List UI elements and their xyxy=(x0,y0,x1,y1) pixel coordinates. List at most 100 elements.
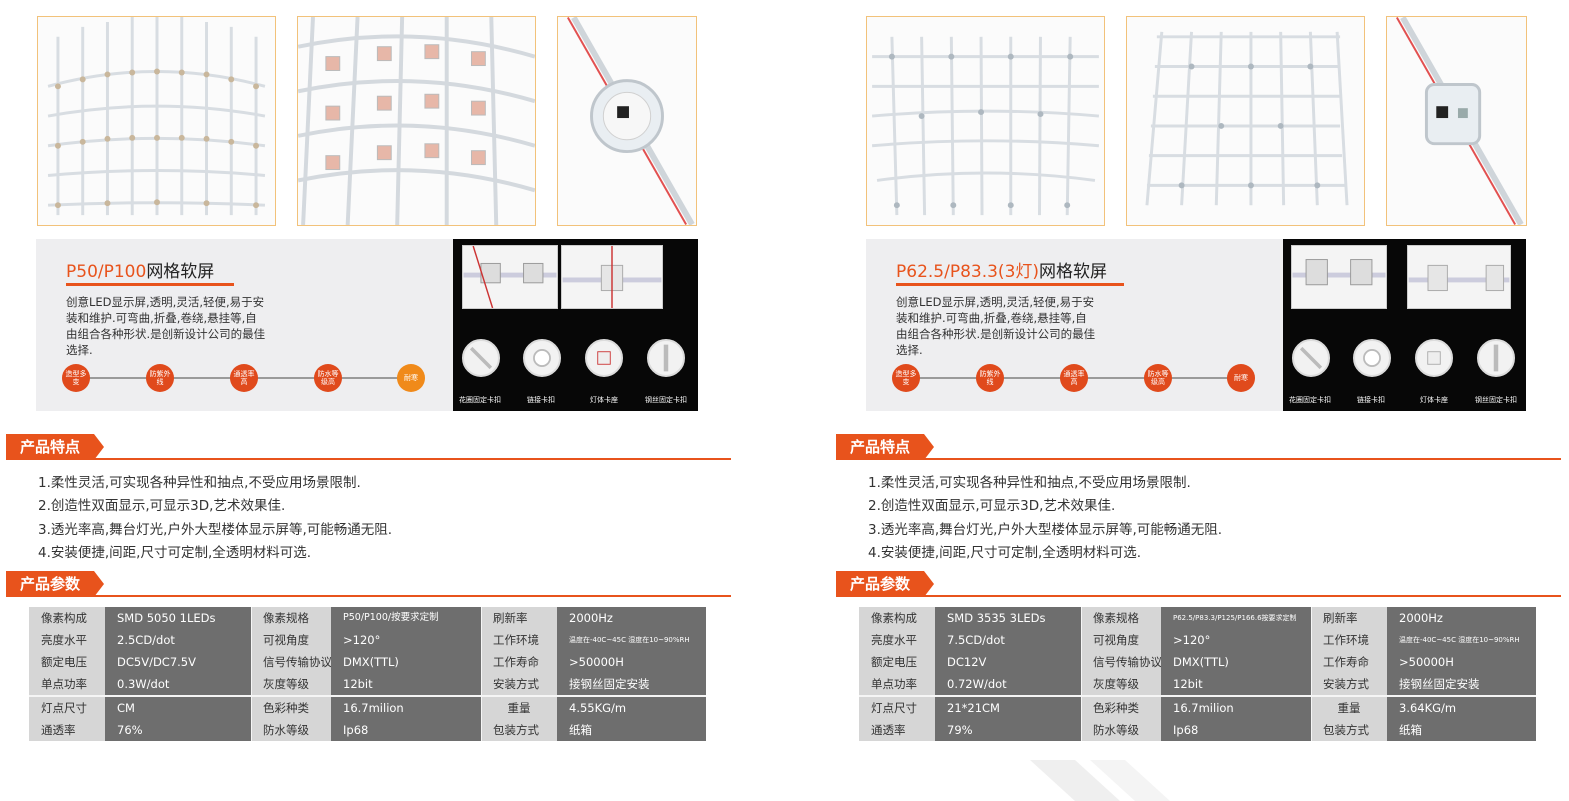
table-row: 通透率 79% 防水等级 Ip68 包装方式 纸箱 xyxy=(859,719,1536,741)
spec-value: 温度在-40C~45C 湿度在10~90%RH xyxy=(1399,636,1520,644)
spec-value: P50/P100/按要求定制 xyxy=(343,612,439,623)
spec-label: 亮度水平 xyxy=(859,629,935,651)
square-pixel-module-image xyxy=(1396,17,1524,225)
spec-value: 12bit xyxy=(1173,677,1203,691)
product-intro: P50/P100网格软屏 创意LED显示屏,透明,灵活,轻便,易于安装和维护.可… xyxy=(36,239,453,411)
table-row: 通透率 76% 防水等级 Ip68 包装方式 纸箱 xyxy=(29,719,706,741)
spec-label: 刷新率 xyxy=(1311,607,1387,629)
table-row: 单点功率 0.72W/dot 灰度等级 12bit 安装方式 接钢丝固定安装 xyxy=(859,673,1536,695)
section-header-features: 产品特点 xyxy=(6,434,731,462)
section-rule xyxy=(836,458,1561,460)
spec-value: 2000Hz xyxy=(1399,611,1443,625)
spec-value: Ip68 xyxy=(343,723,369,737)
feature-badge: 防水等级高 xyxy=(1144,364,1172,392)
spec-table: 像素构成 SMD 3535 3LEDs 像素规格 P62.5/P83.3/P12… xyxy=(859,607,1536,741)
product-description: 创意LED显示屏,透明,灵活,轻便,易于安装和维护.可弯曲,折叠,卷绕,悬挂等,… xyxy=(896,295,1096,357)
product-photo-mesh-closeup xyxy=(297,16,536,226)
spec-label: 单点功率 xyxy=(29,673,105,695)
spec-label: 像素构成 xyxy=(29,607,105,629)
accessory-clip-image xyxy=(462,339,500,377)
connector-image xyxy=(463,246,557,308)
table-row: 像素构成 SMD 3535 3LEDs 像素规格 P62.5/P83.3/P12… xyxy=(859,607,1536,629)
table-divider xyxy=(251,607,252,741)
section-title: 产品参数 xyxy=(836,571,934,597)
spec-value: DC5V/DC7.5V xyxy=(117,655,196,669)
section-rule xyxy=(6,595,731,597)
spec-value: 2000Hz xyxy=(569,611,613,625)
spec-label: 额定电压 xyxy=(29,651,105,673)
spec-value: P62.5/P83.3/P125/P166.6按要求定制 xyxy=(1173,614,1297,622)
accessory-clip-image xyxy=(1292,339,1330,377)
accessory-link-image xyxy=(523,339,561,377)
product-type: 网格软屏 xyxy=(1039,262,1108,282)
product-description: 创意LED显示屏,透明,灵活,轻便,易于安装和维护.可弯曲,折叠,卷绕,悬挂等,… xyxy=(66,295,266,357)
accessory-label: 钢丝固定卡扣 xyxy=(1475,396,1517,404)
spec-value: 21*21CM xyxy=(947,701,1000,715)
accessory-wire-clip-image xyxy=(1477,339,1515,377)
spec-label: 包装方式 xyxy=(1311,719,1387,741)
spec-value: Ip68 xyxy=(1173,723,1199,737)
list-item: 2.创造性双面显示,可显示3D,艺术效果佳. xyxy=(38,498,286,515)
spec-value: 接钢丝固定安装 xyxy=(569,677,650,691)
spec-label: 灰度等级 xyxy=(251,673,331,695)
spec-value: 12bit xyxy=(343,677,373,691)
spec-label: 单点功率 xyxy=(859,673,935,695)
spec-label: 重量 xyxy=(481,697,557,719)
spec-value: >120° xyxy=(343,633,381,647)
spec-label: 通透率 xyxy=(29,719,105,741)
spec-label: 可视角度 xyxy=(251,629,331,651)
spec-label: 工作寿命 xyxy=(1311,651,1387,673)
decorative-stripe xyxy=(1030,760,1170,801)
title-underline xyxy=(896,283,1124,286)
spec-label: 信号传输协议 xyxy=(1081,651,1161,673)
spec-label: 包装方式 xyxy=(481,719,557,741)
table-row: 灯点尺寸 CM 色彩种类 16.7milion 重量 4.55KG/m xyxy=(29,697,706,719)
detail-photo-connector xyxy=(462,245,558,309)
feature-badge: 造型多变 xyxy=(62,364,90,392)
spec-value: 温度在-40C~45C 湿度在10~90%RH xyxy=(569,636,690,644)
spec-value: DC12V xyxy=(947,655,987,669)
module-image xyxy=(562,246,662,308)
list-item: 2.创造性双面显示,可显示3D,艺术效果佳. xyxy=(868,498,1116,515)
spec-value: 接钢丝固定安装 xyxy=(1399,677,1480,691)
spec-value: >50000H xyxy=(1399,655,1454,669)
detail-photo-connector xyxy=(1291,245,1387,309)
spec-value: CM xyxy=(117,701,135,715)
spec-value: 3.64KG/m xyxy=(1399,701,1457,715)
product-photo-pixel-module xyxy=(557,16,697,226)
spec-label: 色彩种类 xyxy=(251,697,331,719)
spec-value: 0.3W/dot xyxy=(117,677,170,691)
product-panel-right: P62.5/P83.3(3灯)网格软屏 创意LED显示屏,透明,灵活,轻便,易于… xyxy=(830,0,1565,801)
section-rule xyxy=(836,595,1561,597)
list-item: 1.柔性灵活,可实现各种异性和抽点,不受应用场景限制. xyxy=(868,475,1191,491)
product-photo-grid-curtain xyxy=(37,16,276,226)
table-divider xyxy=(1081,607,1082,741)
section-header-features: 产品特点 xyxy=(836,434,1561,462)
spec-value: 76% xyxy=(117,723,143,737)
spec-label: 灯点尺寸 xyxy=(29,697,105,719)
spec-label: 亮度水平 xyxy=(29,629,105,651)
feature-badge: 防紫外线 xyxy=(976,364,1004,392)
product-title: P62.5/P83.3(3灯)网格软屏 xyxy=(896,257,1107,282)
table-row: 灯点尺寸 21*21CM 色彩种类 16.7milion 重量 3.64KG/m xyxy=(859,697,1536,719)
table-divider xyxy=(1311,607,1312,741)
round-pixel-module-image xyxy=(567,17,695,225)
accessory-label: 灯体卡座 xyxy=(590,396,618,404)
accessory-label: 花圈固定卡扣 xyxy=(459,396,501,404)
product-photo-grid-flat xyxy=(1126,16,1365,226)
spec-label: 像素规格 xyxy=(251,607,331,629)
spec-label: 信号传输协议 xyxy=(251,651,331,673)
detail-photo-module xyxy=(1407,245,1511,309)
spec-label: 色彩种类 xyxy=(1081,697,1161,719)
spec-label: 灯点尺寸 xyxy=(859,697,935,719)
module-image xyxy=(1408,264,1510,292)
feature-list: 1.柔性灵活,可实现各种异性和抽点,不受应用场景限制. 2.创造性双面显示,可显… xyxy=(38,472,392,565)
table-row: 亮度水平 2.5CD/dot 可视角度 >120° 工作环境 温度在-40C~4… xyxy=(29,629,706,651)
spec-label: 防水等级 xyxy=(251,719,331,741)
led-grid-flat-image xyxy=(1145,31,1349,206)
feature-badge: 防水等级高 xyxy=(314,364,342,392)
spec-label: 工作环境 xyxy=(1311,629,1387,651)
spec-label: 重量 xyxy=(1311,697,1387,719)
led-mesh-image xyxy=(47,17,266,216)
spec-label: 安装方式 xyxy=(481,673,557,695)
